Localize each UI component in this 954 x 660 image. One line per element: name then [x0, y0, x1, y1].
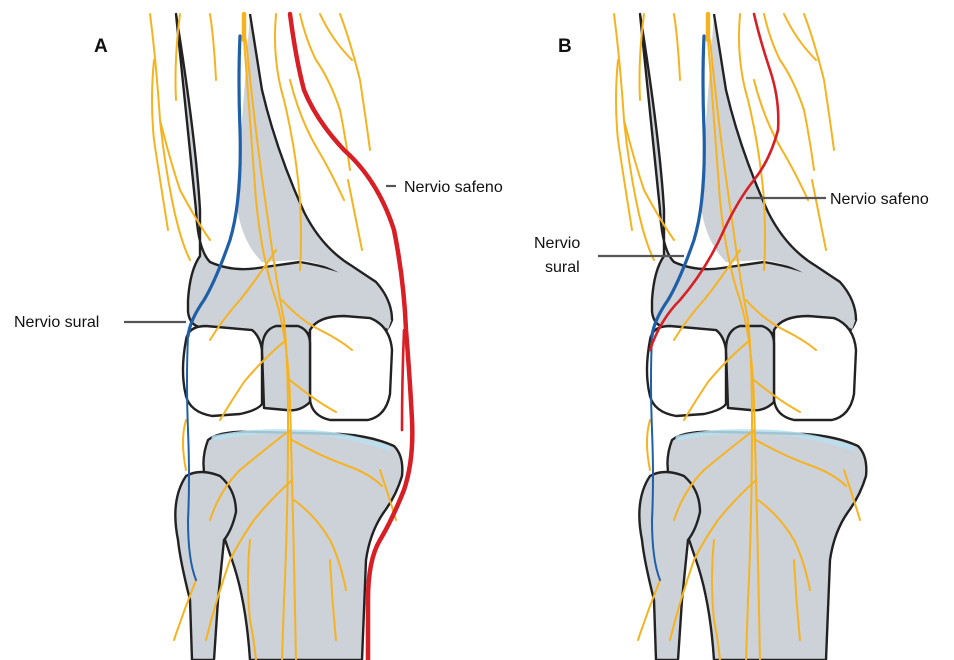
panel-b-tibia — [667, 432, 866, 660]
panel-a: A Nervio safeno Nervio sural — [14, 14, 503, 660]
panel-b-medial-condyle — [647, 326, 726, 416]
panel-b-sural-label-line1: Nervio — [534, 235, 580, 252]
panel-a-letter: A — [94, 36, 108, 57]
panel-a-tibia — [203, 432, 402, 660]
panel-b-sural-label-line2: sural — [545, 259, 580, 276]
panel-b-bones — [639, 14, 866, 660]
panel-a-saphenous-label: Nervio safeno — [404, 179, 503, 196]
panel-b-saphenous-label: Nervio safeno — [830, 191, 929, 208]
panel-b-letter: B — [558, 36, 572, 57]
panel-a-bones — [175, 14, 402, 660]
panel-a-sural-label: Nervio sural — [14, 314, 99, 331]
panel-a-medial-condyle — [183, 326, 262, 416]
panel-b: B Nervio safeno Nervio sural — [534, 14, 929, 660]
